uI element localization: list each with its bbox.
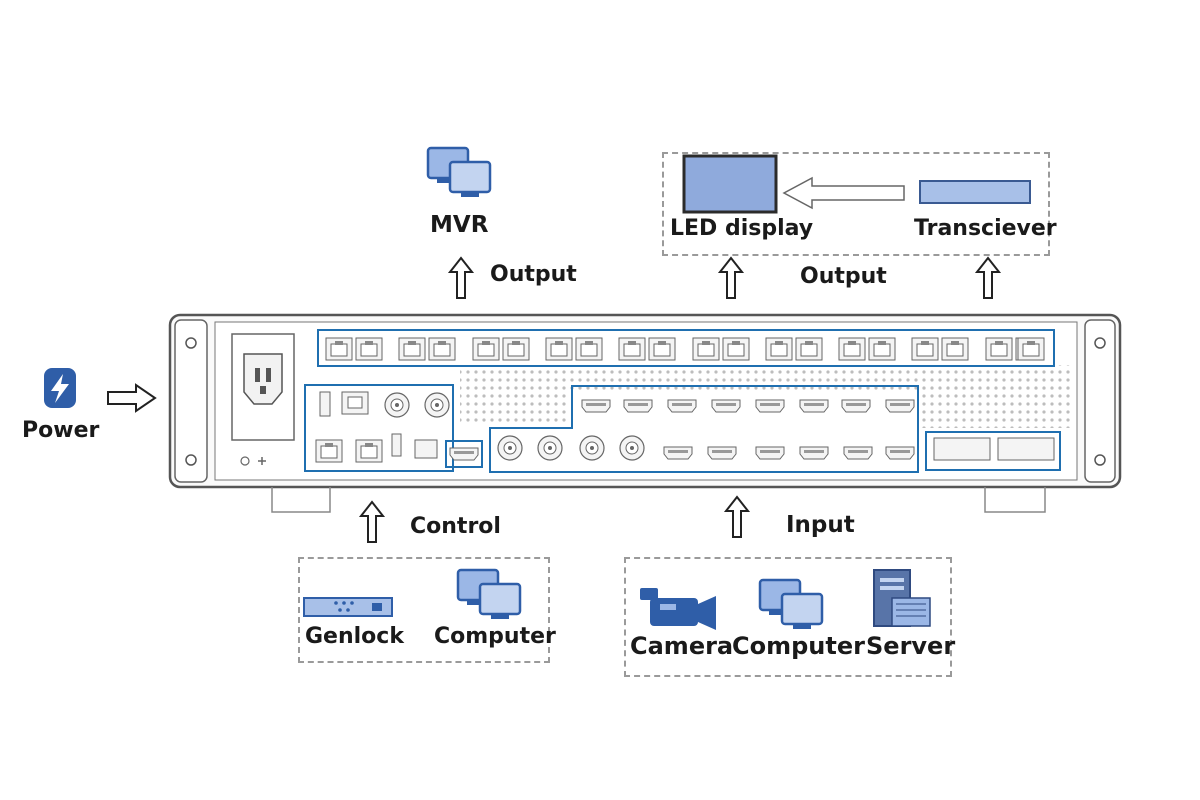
- aux-port-group: [925, 431, 1061, 471]
- input-hdmi-port: [623, 399, 653, 413]
- hdmi-loop-port: [445, 440, 483, 468]
- output-rj45-port: [428, 337, 456, 361]
- output-rj45-port: [911, 337, 939, 361]
- output-rj45-port: [502, 337, 530, 361]
- output-rj45-port: [795, 337, 823, 361]
- transceiver-strip-icon: [919, 180, 1031, 204]
- input-hdmi-port: [711, 399, 741, 413]
- input-label: Input: [786, 512, 855, 538]
- output-rj45-port: [1017, 337, 1045, 361]
- computer-input-label: Computer: [732, 632, 865, 660]
- computer-control-label: Computer: [434, 624, 556, 649]
- power-arrow: [107, 383, 157, 413]
- output-rj45-port: [575, 337, 603, 361]
- input-hdmi-port: [755, 399, 785, 413]
- lightning-icon: [44, 368, 76, 408]
- input-group-box: [624, 557, 952, 677]
- output-rj45-port: [985, 337, 1013, 361]
- output-port-group: [317, 329, 1055, 367]
- input-hdmi-port: [885, 399, 915, 413]
- camera-label: Camera: [630, 632, 734, 660]
- genlock-label: Genlock: [305, 624, 404, 649]
- output-label-left: Output: [490, 262, 577, 287]
- led-display-label: LED display: [670, 216, 814, 241]
- output-rj45-port: [838, 337, 866, 361]
- input-hdmi-port: [707, 446, 737, 460]
- input-hdmi-port: [755, 446, 785, 460]
- output-rj45-port: [545, 337, 573, 361]
- output-rj45-port: [765, 337, 793, 361]
- transceiver-label: Transciever: [914, 216, 1057, 241]
- control-group-box: [298, 557, 550, 663]
- power-inlet: [231, 333, 295, 466]
- input-hdmi-port: [843, 446, 873, 460]
- output-rj45-port: [722, 337, 750, 361]
- output-rj45-port: [472, 337, 500, 361]
- mvr-label: MVR: [430, 212, 489, 238]
- input-hdmi-port: [799, 399, 829, 413]
- output-led-group-box: [662, 152, 1050, 256]
- input-hdmi-port: [581, 399, 611, 413]
- output-rj45-port: [325, 337, 353, 361]
- input-hdmi-port: [885, 446, 915, 460]
- output-rj45-port: [692, 337, 720, 361]
- led-panel-icon: [682, 154, 778, 214]
- server-label: Server: [866, 632, 956, 660]
- output-rj45-port: [355, 337, 383, 361]
- input-hdmi-port: [841, 399, 871, 413]
- video-camera-icon: [640, 588, 716, 630]
- input-port-group: [489, 385, 919, 473]
- server-tower-icon: [873, 569, 931, 627]
- input-hdmi-port: [663, 446, 693, 460]
- output-rj45-port: [618, 337, 646, 361]
- control-label: Control: [410, 514, 501, 539]
- input-hdmi-port: [667, 399, 697, 413]
- genlock-device-icon: [303, 597, 393, 617]
- output-rj45-port: [868, 337, 896, 361]
- output-label-right: Output: [800, 264, 887, 289]
- output-rj45-port: [398, 337, 426, 361]
- input-hdmi-port: [799, 446, 829, 460]
- power-label: Power: [22, 418, 100, 443]
- control-port-group: [304, 384, 454, 472]
- output-rj45-port: [941, 337, 969, 361]
- signal-arrow-left: [782, 176, 905, 210]
- output-rj45-port: [648, 337, 676, 361]
